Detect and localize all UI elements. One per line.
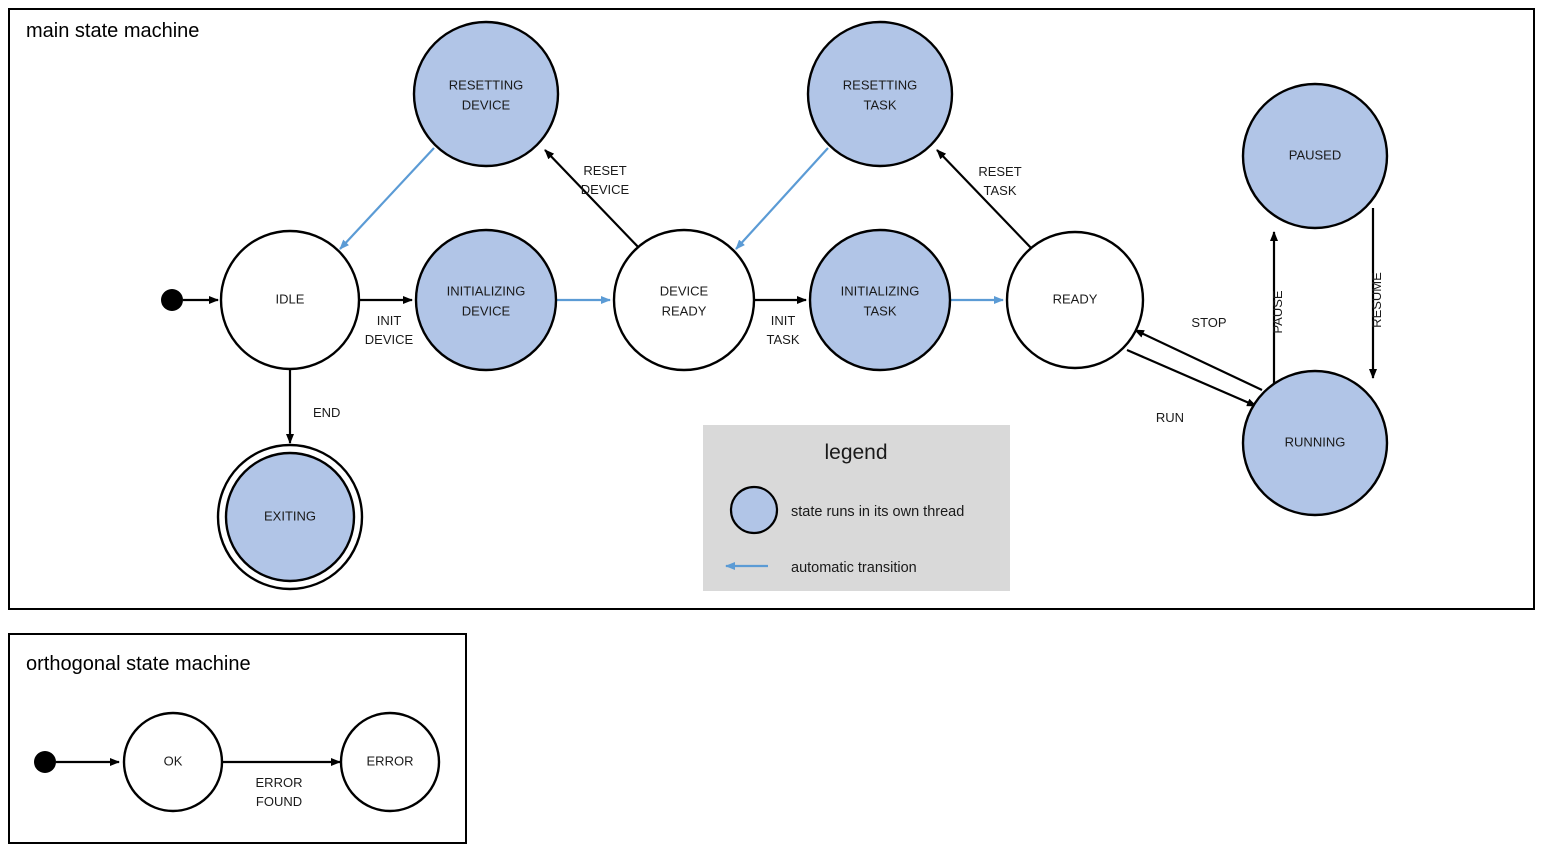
- state-initializing-task-label-line1: INITIALIZING: [841, 283, 920, 298]
- legend-thread-swatch-icon: [729, 485, 779, 535]
- state-exiting-outer-ring: [216, 443, 364, 591]
- edge-label-error-found-line1: ERROR: [256, 775, 303, 790]
- edge-label-reset-task-line2: TASK: [984, 183, 1017, 198]
- state-paused-label: PAUSED: [1289, 147, 1342, 162]
- edge-label-run: RUN: [1156, 410, 1184, 425]
- edge-label-init-task-line2: TASK: [767, 332, 800, 347]
- state-exiting-label: EXITING: [264, 508, 316, 523]
- state-resetting-device-label-line2: DEVICE: [462, 97, 511, 112]
- edge-label-reset-device-line2: DEVICE: [581, 182, 630, 197]
- initial-state-dot-main: [161, 289, 183, 311]
- edge-auto-resetting-task-to-device-ready: [735, 147, 829, 250]
- state-device-ready-circle[interactable]: [612, 228, 756, 372]
- state-initializing-device-label-line1: INITIALIZING: [447, 283, 526, 298]
- orthogonal-frame-title: orthogonal state machine: [26, 653, 251, 675]
- edge-label-reset-task-line1: RESET: [978, 164, 1021, 179]
- edge-label-error-found-line2: FOUND: [256, 794, 302, 809]
- legend-thread-text: state runs in its own thread: [791, 504, 964, 520]
- edge-label-resume: RESUME: [1369, 272, 1384, 328]
- state-idle[interactable]: IDLE: [219, 229, 361, 371]
- edge-label-init-task-line1: INIT: [771, 313, 796, 328]
- state-running-label: RUNNING: [1285, 434, 1346, 449]
- state-resetting-device[interactable]: RESETTING DEVICE: [412, 20, 560, 168]
- state-initializing-device[interactable]: INITIALIZING DEVICE: [414, 228, 558, 372]
- state-error-circle[interactable]: [339, 711, 441, 813]
- state-initializing-task[interactable]: INITIALIZING TASK: [808, 228, 952, 372]
- initial-state-dot-orthogonal: [34, 751, 56, 773]
- state-ok-label: OK: [164, 753, 183, 768]
- state-ready-circle[interactable]: [1005, 230, 1145, 370]
- state-initializing-device-circle[interactable]: [414, 228, 558, 372]
- state-resetting-device-label-line1: RESETTING: [449, 77, 523, 92]
- state-device-ready-label-line2: READY: [662, 303, 707, 318]
- state-resetting-device-circle[interactable]: [412, 20, 560, 168]
- state-exiting-circle[interactable]: [224, 451, 356, 583]
- state-resetting-task[interactable]: RESETTING TASK: [806, 20, 954, 168]
- state-initializing-task-label-line2: TASK: [864, 303, 897, 318]
- state-exiting[interactable]: EXITING: [216, 443, 364, 591]
- state-ok[interactable]: OK: [122, 711, 224, 813]
- state-initializing-device-label-line2: DEVICE: [462, 303, 511, 318]
- state-initializing-task-circle[interactable]: [808, 228, 952, 372]
- state-resetting-task-circle[interactable]: [806, 20, 954, 168]
- edge-label-init-device-line2: DEVICE: [365, 332, 414, 347]
- state-running[interactable]: RUNNING: [1241, 369, 1389, 517]
- state-idle-label: IDLE: [276, 291, 305, 306]
- edge-label-end: END: [313, 405, 340, 420]
- edge-ready-to-running: [1126, 348, 1257, 408]
- state-ok-circle[interactable]: [122, 711, 224, 813]
- state-paused[interactable]: PAUSED: [1241, 82, 1389, 230]
- state-paused-circle[interactable]: [1241, 82, 1389, 230]
- edge-label-pause: PAUSE: [1270, 290, 1285, 333]
- edge-label-reset-device-line1: RESET: [583, 163, 626, 178]
- state-running-circle[interactable]: [1241, 369, 1389, 517]
- legend: legend state runs in its own thread auto…: [703, 425, 1010, 591]
- edge-ready-to-resetting-task: [936, 149, 1034, 251]
- state-device-ready[interactable]: DEVICE READY: [612, 228, 756, 372]
- edge-auto-resetting-device-to-idle: [339, 147, 435, 250]
- edge-label-init-device-line1: INIT: [377, 313, 402, 328]
- state-error-label: ERROR: [367, 753, 414, 768]
- main-frame-title: main state machine: [26, 20, 199, 42]
- legend-title: legend: [824, 441, 887, 464]
- edge-device-ready-to-resetting-device: [544, 149, 642, 251]
- state-ready-label: READY: [1053, 291, 1098, 306]
- state-idle-circle[interactable]: [219, 229, 361, 371]
- state-error[interactable]: ERROR: [339, 711, 441, 813]
- state-resetting-task-label-line1: RESETTING: [843, 77, 917, 92]
- state-ready[interactable]: READY: [1005, 230, 1145, 370]
- edge-running-to-ready: [1134, 329, 1263, 391]
- edge-label-stop: STOP: [1191, 315, 1226, 330]
- legend-auto-text: automatic transition: [791, 560, 917, 576]
- state-device-ready-label-line1: DEVICE: [660, 283, 709, 298]
- state-resetting-task-label-line2: TASK: [864, 97, 897, 112]
